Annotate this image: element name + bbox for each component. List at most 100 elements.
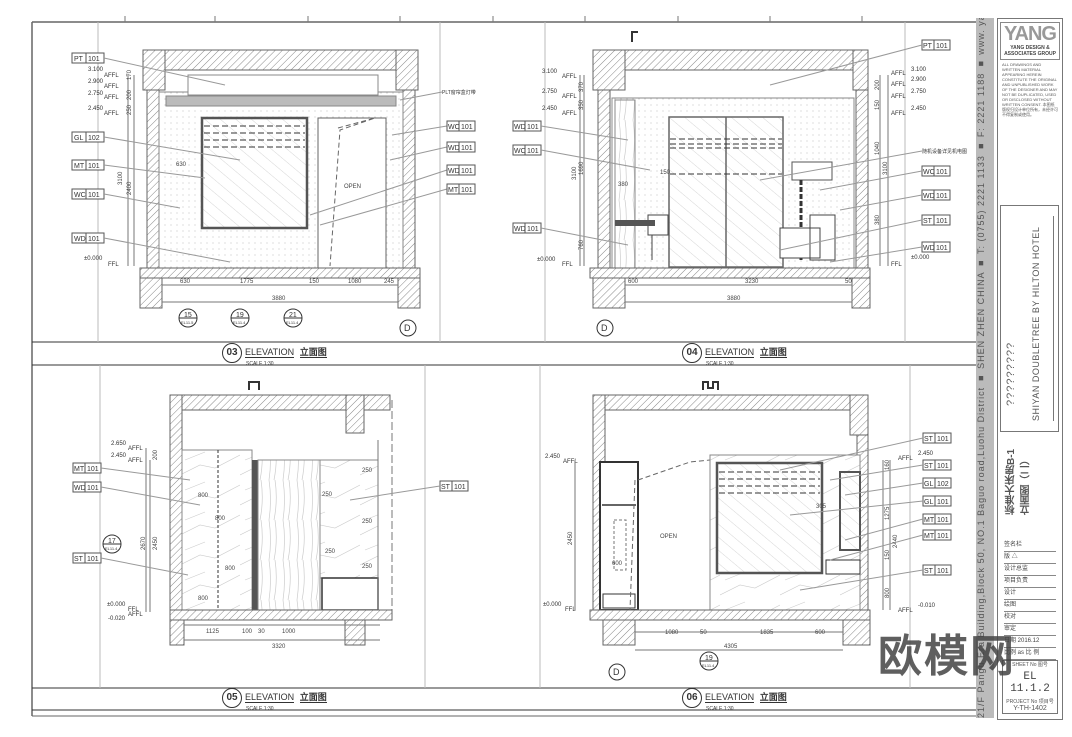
- svg-text:3100: 3100: [118, 171, 124, 185]
- svg-text:MT: MT: [924, 533, 935, 540]
- svg-text:EL11.4: EL11.4: [286, 320, 299, 325]
- elevation-05: 1125 100 30 1000 3320 800 800 800 800 25…: [72, 381, 469, 650]
- svg-text:800: 800: [225, 566, 236, 572]
- project-name: SHIYAN DOUBLETREE BY HILTON HOTEL: [1031, 216, 1054, 421]
- svg-text:800: 800: [885, 587, 891, 598]
- svg-text:EL11.4: EL11.4: [105, 546, 118, 551]
- svg-text:101: 101: [88, 56, 100, 63]
- svg-text:800: 800: [198, 596, 209, 602]
- svg-text:170: 170: [127, 69, 133, 80]
- svg-text:MT: MT: [448, 187, 459, 194]
- svg-text:21: 21: [289, 312, 297, 319]
- project-box: ????????? SHIYAN DOUBLETREE BY HILTON HO…: [1000, 205, 1059, 432]
- svg-text:WD: WD: [514, 124, 526, 131]
- svg-text:EL11.4: EL11.4: [702, 663, 715, 668]
- svg-text:2.450: 2.450: [918, 451, 934, 457]
- svg-text:101: 101: [527, 226, 539, 233]
- svg-text:15: 15: [184, 312, 192, 319]
- svg-text:AFFL: AFFL: [104, 84, 119, 90]
- svg-text:2.450: 2.450: [545, 454, 561, 460]
- svg-text:600: 600: [612, 561, 623, 567]
- grid-letters-top: [124, 16, 863, 22]
- svg-text:AFFL: AFFL: [104, 73, 119, 79]
- svg-text:FFL: FFL: [565, 607, 576, 613]
- svg-text:3.100: 3.100: [88, 67, 104, 73]
- svg-text:±0.000: ±0.000: [537, 257, 556, 263]
- svg-text:250: 250: [362, 468, 373, 474]
- svg-text:1275: 1275: [885, 506, 891, 520]
- svg-text:2.750: 2.750: [911, 89, 927, 95]
- svg-text:3880: 3880: [272, 296, 286, 302]
- svg-text:WD: WD: [514, 226, 526, 233]
- svg-text:17: 17: [108, 538, 116, 545]
- svg-text:ST: ST: [924, 463, 934, 470]
- svg-text:2.450: 2.450: [111, 453, 127, 459]
- company-logo: YANG YANG DESIGN & ASSOCIATES GROUP: [1000, 22, 1060, 60]
- svg-text:MT: MT: [74, 466, 85, 473]
- svg-text:370: 370: [579, 81, 585, 92]
- svg-text:30: 30: [258, 629, 265, 635]
- svg-text:50: 50: [700, 630, 707, 636]
- sheet-number-box: SHEET No 图号 EL 11.1.2 PROJECT No 项目号 Y-T…: [1002, 660, 1058, 714]
- svg-text:3100: 3100: [883, 161, 889, 175]
- svg-text:101: 101: [88, 163, 100, 170]
- svg-text:PT: PT: [74, 56, 84, 63]
- svg-text:OPEN: OPEN: [344, 184, 361, 190]
- svg-text:200: 200: [875, 79, 881, 90]
- svg-text:3.100: 3.100: [911, 67, 927, 73]
- svg-text:±0.000: ±0.000: [543, 602, 562, 608]
- svg-text:2450: 2450: [153, 536, 159, 550]
- svg-text:101: 101: [936, 218, 948, 225]
- svg-text:101: 101: [936, 43, 948, 50]
- elevation-06: 1080 50 1835 600 4305 600 305 OPEN 2.450…: [543, 381, 952, 681]
- svg-text:ST: ST: [923, 218, 933, 225]
- svg-text:AFFL: AFFL: [562, 94, 577, 100]
- svg-text:FFL: FFL: [108, 262, 119, 268]
- svg-text:101: 101: [461, 124, 473, 131]
- svg-text:3880: 3880: [727, 296, 741, 302]
- svg-text:3230: 3230: [745, 279, 759, 285]
- svg-text:ST: ST: [74, 556, 84, 563]
- svg-text:150: 150: [309, 279, 320, 285]
- sheet-number: EL 11.1.2: [1010, 671, 1050, 695]
- svg-text:AFFL: AFFL: [891, 111, 906, 117]
- svg-text:3100: 3100: [572, 166, 578, 180]
- svg-text:3.100: 3.100: [542, 69, 558, 75]
- drawing-canvas: 630 1775 150 1080 245 3880 630 OPEN 3.10…: [31, 16, 976, 717]
- svg-text:AFFL: AFFL: [562, 111, 577, 117]
- svg-text:600: 600: [628, 279, 639, 285]
- svg-text:350: 350: [579, 99, 585, 110]
- svg-text:WD: WD: [448, 145, 460, 152]
- svg-text:2670: 2670: [141, 536, 147, 550]
- svg-text:305: 305: [816, 504, 827, 510]
- svg-text:MT: MT: [74, 163, 85, 170]
- svg-text:102: 102: [937, 481, 949, 488]
- svg-text:2450: 2450: [568, 531, 574, 545]
- svg-text:2440: 2440: [893, 534, 899, 548]
- svg-text:245: 245: [384, 279, 395, 285]
- svg-text:150: 150: [660, 170, 671, 176]
- svg-text:101: 101: [937, 568, 949, 575]
- svg-text:101: 101: [454, 484, 466, 491]
- grid-marker-d: D: [399, 319, 417, 337]
- svg-text:160: 160: [885, 459, 891, 470]
- svg-text:GL: GL: [74, 135, 83, 142]
- svg-text:AFFL: AFFL: [898, 608, 913, 614]
- svg-text:FFL: FFL: [891, 262, 902, 268]
- svg-text:WD: WD: [448, 168, 460, 175]
- svg-text:AFFL: AFFL: [898, 456, 913, 462]
- svg-text:101: 101: [461, 145, 473, 152]
- svg-text:101: 101: [527, 124, 539, 131]
- svg-text:101: 101: [936, 193, 948, 200]
- svg-text:150: 150: [885, 549, 891, 560]
- svg-text:WC: WC: [74, 192, 86, 199]
- svg-text:D: D: [613, 667, 620, 677]
